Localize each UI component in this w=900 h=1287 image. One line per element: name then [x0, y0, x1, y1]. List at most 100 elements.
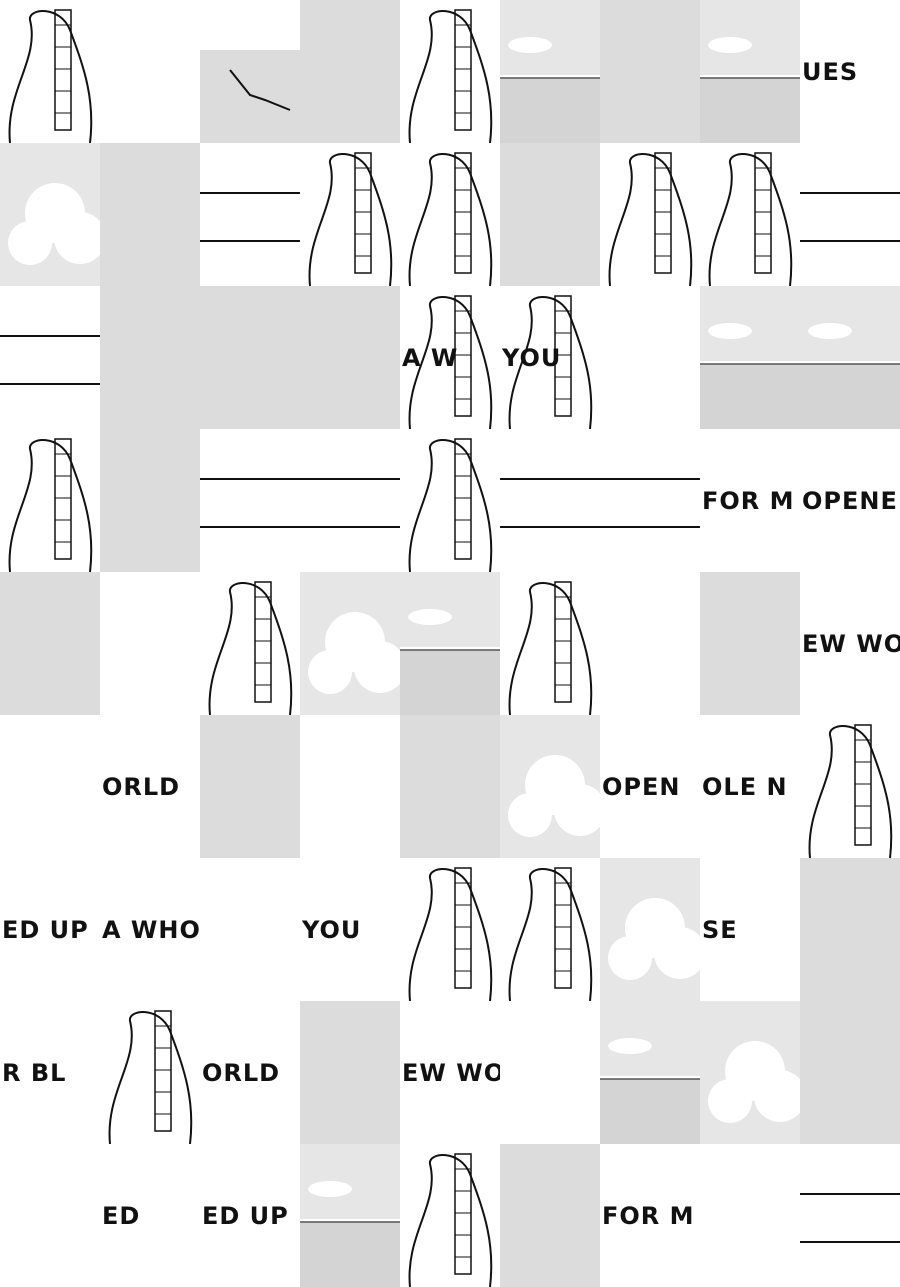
puzzle-tile[interactable]	[600, 286, 700, 429]
tile-art	[200, 858, 300, 1001]
tile-art	[200, 0, 300, 143]
puzzle-tile[interactable]	[600, 572, 700, 715]
tile-art	[500, 429, 600, 572]
puzzle-tile[interactable]	[100, 572, 200, 715]
puzzle-tile[interactable]	[0, 715, 100, 858]
puzzle-tile[interactable]: R BL	[0, 1001, 100, 1144]
puzzle-tile[interactable]	[300, 286, 400, 429]
puzzle-tile[interactable]: YOU	[500, 286, 600, 429]
puzzle-tile[interactable]	[500, 1144, 600, 1287]
puzzle-tile[interactable]	[200, 143, 300, 286]
puzzle-tile[interactable]	[300, 143, 400, 286]
puzzle-tile[interactable]	[400, 1144, 500, 1287]
puzzle-tile[interactable]	[800, 1001, 900, 1144]
puzzle-tile[interactable]: ORLD	[100, 715, 200, 858]
tile-art	[200, 572, 300, 715]
puzzle-tile[interactable]	[800, 1144, 900, 1287]
puzzle-tile[interactable]	[700, 286, 800, 429]
puzzle-tile[interactable]: UES	[800, 0, 900, 143]
lettering-fragment: EW WO	[402, 1059, 500, 1087]
puzzle-tile[interactable]	[600, 429, 700, 572]
puzzle-tile[interactable]	[600, 0, 700, 143]
puzzle-tile[interactable]	[400, 858, 500, 1001]
puzzle-tile[interactable]	[600, 143, 700, 286]
puzzle-tile[interactable]	[700, 1001, 800, 1144]
puzzle-tile[interactable]: ED	[100, 1144, 200, 1287]
puzzle-tile[interactable]: ED UP	[0, 858, 100, 1001]
tile-art	[0, 1144, 100, 1287]
puzzle-tile[interactable]	[500, 143, 600, 286]
puzzle-tile[interactable]	[500, 715, 600, 858]
puzzle-tile[interactable]	[300, 0, 400, 143]
puzzle-tile[interactable]	[300, 715, 400, 858]
puzzle-tile[interactable]	[0, 0, 100, 143]
puzzle-tile[interactable]	[500, 572, 600, 715]
puzzle-tile[interactable]	[300, 1144, 400, 1287]
puzzle-tile[interactable]	[100, 0, 200, 143]
puzzle-tile[interactable]	[100, 429, 200, 572]
puzzle-tile[interactable]	[300, 572, 400, 715]
puzzle-tile[interactable]	[700, 143, 800, 286]
puzzle-tile[interactable]: ED UP	[200, 1144, 300, 1287]
puzzle-tile[interactable]: A WHO	[100, 858, 200, 1001]
puzzle-tile[interactable]	[500, 429, 600, 572]
puzzle-tile[interactable]: YOU	[300, 858, 400, 1001]
puzzle-tile[interactable]	[500, 1001, 600, 1144]
puzzle-tile[interactable]: OPENE	[800, 429, 900, 572]
puzzle-tile[interactable]	[200, 0, 300, 143]
puzzle-tile[interactable]: OLE N	[700, 715, 800, 858]
puzzle-tile[interactable]	[100, 143, 200, 286]
puzzle-tile[interactable]: EW WO	[800, 572, 900, 715]
puzzle-tile[interactable]	[200, 715, 300, 858]
tile-art	[0, 572, 100, 715]
tile-art	[0, 858, 100, 1001]
puzzle-tile[interactable]: FOR M	[700, 429, 800, 572]
puzzle-tile[interactable]	[400, 143, 500, 286]
puzzle-tile[interactable]	[300, 1001, 400, 1144]
puzzle-tile[interactable]	[400, 572, 500, 715]
puzzle-tile[interactable]: A W	[400, 286, 500, 429]
puzzle-tile[interactable]	[600, 858, 700, 1001]
puzzle-tile[interactable]: SE	[700, 858, 800, 1001]
tile-art	[600, 572, 700, 715]
lettering-fragment: A WHO	[102, 916, 200, 944]
puzzle-tile[interactable]	[700, 0, 800, 143]
lettering-fragment: ED	[102, 1202, 141, 1230]
puzzle-tile[interactable]	[200, 429, 300, 572]
puzzle-tile[interactable]	[600, 1001, 700, 1144]
tile-art	[500, 0, 600, 143]
puzzle-tile[interactable]	[700, 572, 800, 715]
puzzle-tile[interactable]: FOR M	[600, 1144, 700, 1287]
puzzle-tile[interactable]	[300, 429, 400, 572]
tile-art	[800, 143, 900, 286]
puzzle-tile[interactable]	[200, 572, 300, 715]
puzzle-tile[interactable]	[0, 143, 100, 286]
tile-art	[500, 1001, 600, 1144]
puzzle-tile[interactable]	[400, 0, 500, 143]
puzzle-tile[interactable]	[400, 429, 500, 572]
puzzle-tile[interactable]	[100, 286, 200, 429]
puzzle-tile[interactable]	[0, 572, 100, 715]
puzzle-tile[interactable]	[0, 286, 100, 429]
puzzle-tile[interactable]	[0, 429, 100, 572]
puzzle-tile[interactable]	[800, 143, 900, 286]
puzzle-tile[interactable]	[800, 858, 900, 1001]
puzzle-tile[interactable]: OPEN	[600, 715, 700, 858]
tile-art	[400, 858, 500, 1001]
puzzle-tile[interactable]	[400, 715, 500, 858]
puzzle-tile[interactable]: ORLD	[200, 1001, 300, 1144]
puzzle-tile[interactable]	[700, 1144, 800, 1287]
tile-art	[700, 1144, 800, 1287]
puzzle-tile[interactable]	[200, 286, 300, 429]
puzzle-tile[interactable]	[200, 858, 300, 1001]
puzzle-tile[interactable]	[100, 1001, 200, 1144]
puzzle-tile[interactable]	[0, 1144, 100, 1287]
puzzle-tile[interactable]	[800, 715, 900, 858]
puzzle-tile[interactable]	[500, 858, 600, 1001]
puzzle-tile[interactable]	[800, 286, 900, 429]
tile-art	[700, 429, 800, 572]
puzzle-tile[interactable]: EW WO	[400, 1001, 500, 1144]
puzzle-tile[interactable]	[500, 0, 600, 143]
tile-art	[700, 572, 800, 715]
